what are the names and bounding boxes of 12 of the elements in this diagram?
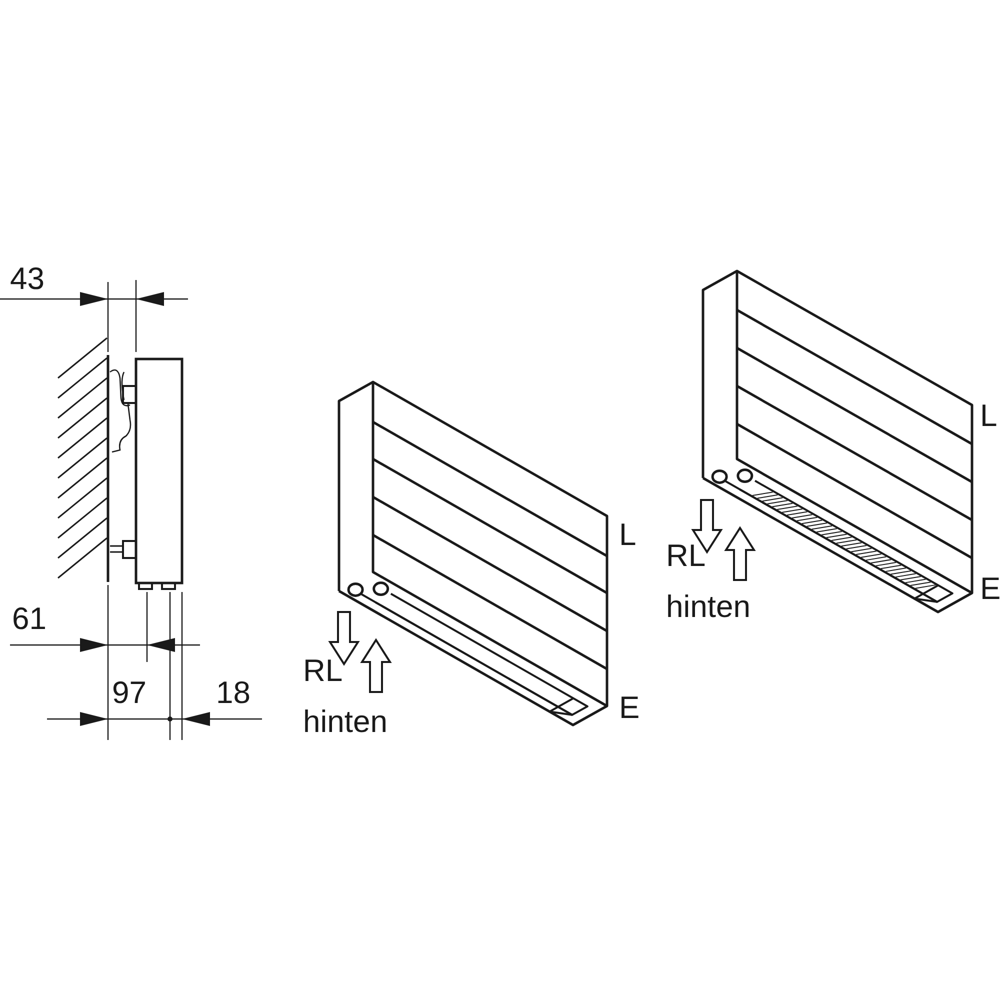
dimension-value: 97 (112, 677, 146, 708)
connection-label: RL (303, 655, 343, 686)
connection-note: hinten (666, 591, 750, 622)
dimension-value: 18 (216, 677, 250, 708)
dimension-value: 61 (12, 603, 46, 634)
dimension-value: 43 (10, 263, 44, 294)
connection-label: E (619, 692, 640, 723)
connection-label: E (980, 573, 1000, 604)
connection-label: L (980, 400, 998, 431)
connection-label: L (619, 519, 636, 550)
connection-note: hinten (303, 706, 388, 737)
connection-label: RL (666, 540, 706, 571)
